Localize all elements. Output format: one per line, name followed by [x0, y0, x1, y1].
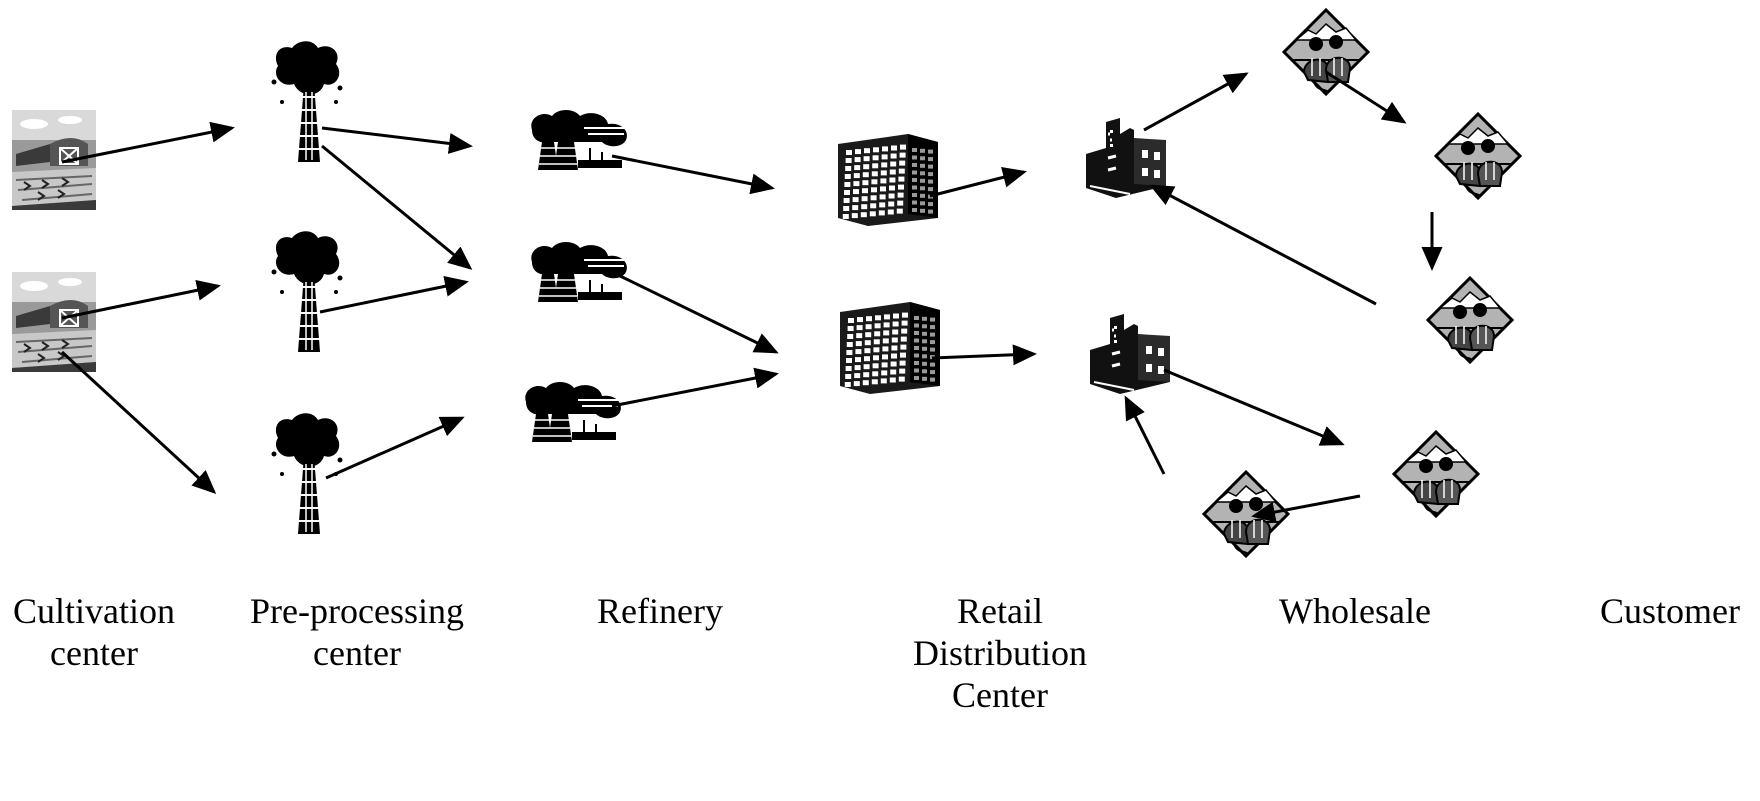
warehouse-icon	[1088, 312, 1172, 396]
label-pre-processing-center: Pre-processing center	[238, 590, 476, 674]
flow-arrow	[1251, 494, 1361, 523]
flow-arrow	[929, 167, 1027, 198]
flow-arrow	[1163, 368, 1345, 446]
label-line: Customer	[1600, 591, 1740, 631]
label-wholesale: Wholesale	[1265, 590, 1445, 632]
flow-arrow	[61, 279, 221, 320]
flow-arrow	[319, 275, 469, 314]
label-line: Cultivation	[13, 591, 175, 631]
customers-icon	[1392, 430, 1480, 518]
flow-arrow	[1143, 72, 1249, 132]
label-customer: Customer	[1580, 590, 1760, 632]
label-line: Pre-processing	[250, 591, 464, 631]
arrows-layer	[60, 70, 1443, 523]
flow-arrow	[60, 350, 217, 495]
label-line: Distribution	[912, 633, 1087, 673]
farm-icon	[11, 109, 97, 211]
flow-arrow	[325, 416, 465, 480]
flow-arrow	[321, 144, 473, 270]
refinery-icon	[530, 241, 628, 303]
label-retail-distribution-center: Retail Distribution Center	[880, 590, 1120, 716]
icons-layer	[11, 8, 1522, 558]
flow-arrow	[615, 272, 779, 354]
customers-icon	[1434, 112, 1522, 200]
label-line: Wholesale	[1279, 591, 1431, 631]
customers-icon	[1282, 8, 1370, 96]
label-cultivation-center: Cultivation center	[0, 590, 188, 674]
customers-icon	[1426, 276, 1514, 364]
customers-icon	[1202, 470, 1290, 558]
refinery-icon	[524, 381, 622, 443]
farm-icon	[11, 271, 97, 373]
oil-rig-icon	[270, 230, 344, 353]
oil-rig-icon	[270, 40, 344, 163]
label-line: Retail	[957, 591, 1043, 631]
flow-arrow	[1325, 70, 1407, 124]
office-building-icon	[838, 134, 938, 226]
label-line: Refinery	[597, 591, 723, 631]
flow-arrow	[1124, 395, 1166, 475]
label-refinery: Refinery	[580, 590, 740, 632]
flow-arrow	[611, 367, 779, 408]
flow-arrow	[321, 126, 473, 154]
label-line: center	[313, 633, 401, 673]
label-line: Center	[952, 675, 1048, 715]
flow-arrow	[611, 154, 775, 195]
flow-arrow	[1149, 184, 1377, 306]
refinery-icon	[530, 109, 628, 171]
label-line: center	[50, 633, 138, 673]
office-building-icon	[840, 302, 940, 394]
flow-arrow	[61, 121, 235, 164]
flow-arrow	[931, 344, 1037, 366]
oil-rig-icon	[270, 412, 344, 535]
